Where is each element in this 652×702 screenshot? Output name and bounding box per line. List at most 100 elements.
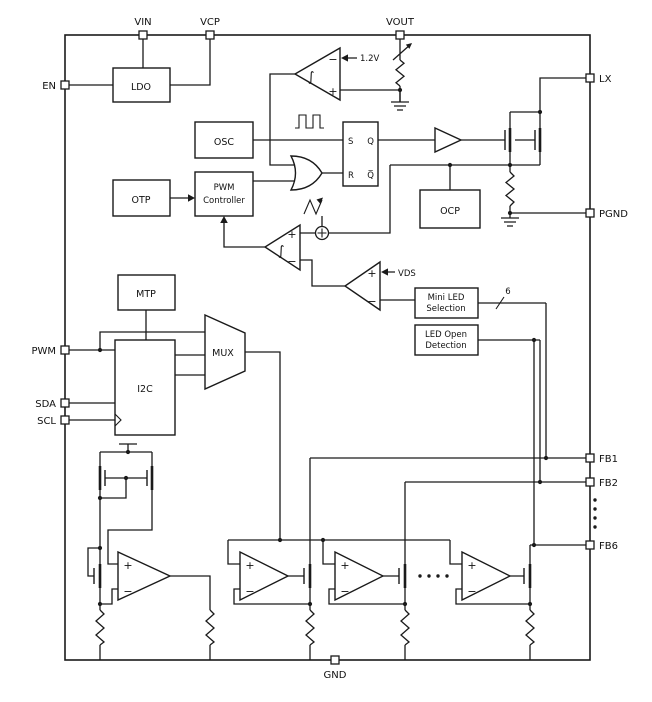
latch-r: R (348, 171, 354, 181)
gate-driver-buffer (434, 126, 463, 154)
label-osc: OSC (214, 137, 235, 148)
bus-width-slash (495, 296, 505, 310)
label-otp: OTP (131, 195, 150, 206)
pin-sda (60, 398, 70, 408)
pin-en (60, 80, 70, 90)
wires-pwm-comparator (170, 165, 391, 248)
pin-label-lx: LX (599, 74, 612, 85)
pin-label-vcp: VCP (200, 17, 220, 28)
op4-plus: + (467, 559, 476, 572)
pin-pgnd (585, 208, 595, 218)
mosfet-gates (93, 130, 536, 584)
pin-lx (585, 73, 595, 83)
opamp-channel-2 (334, 550, 385, 602)
latch-qb: Q̅ (367, 169, 374, 181)
pin-label-fb1: FB1 (599, 454, 618, 465)
mosfet-channels (98, 128, 542, 588)
arrow-otp-to-pwm (188, 194, 195, 202)
pin-label-vin: VIN (134, 17, 151, 28)
ea-integral-icon: ∫ (278, 244, 285, 259)
pin-label-pwm: PWM (31, 346, 56, 357)
pin-label-vout: VOUT (386, 17, 415, 28)
pin-fb6 (585, 540, 595, 550)
pin-pwm (60, 345, 70, 355)
pin-scl (60, 415, 70, 425)
arrow-ea-to-pwm (220, 216, 228, 223)
label-led-open-1: LED Open (425, 330, 467, 340)
pin-label-fb2: FB2 (599, 478, 618, 489)
error-amplifier (263, 223, 301, 272)
scl-clock-marker-icon (114, 413, 122, 427)
wires-control-loop (253, 73, 435, 182)
pin-gnd (330, 655, 340, 665)
label-vds: VDS (398, 269, 416, 279)
ground-symbols (391, 90, 519, 227)
label-ldo: LDO (131, 82, 151, 93)
label-pwm-ctrl-2: Controller (203, 196, 245, 206)
wires-bias-mirror (87, 443, 211, 660)
wires-reference-bus (227, 539, 462, 565)
block-osc (194, 121, 254, 159)
ea-plus: + (287, 228, 296, 241)
arrow-vout-adjустable (405, 43, 412, 49)
block-otp (112, 179, 171, 217)
op2-minus: − (245, 585, 254, 598)
clock-pulse-icon (295, 114, 324, 129)
resistor-symbols (95, 59, 536, 646)
wires-digital (69, 310, 281, 540)
op3-plus: + (340, 559, 349, 572)
label-led-open-2: Detection (425, 341, 466, 351)
label-vref: 1.2V (360, 54, 380, 64)
block-sr-latch (342, 121, 379, 187)
block-ldo (112, 67, 171, 103)
pin-label-en: EN (42, 81, 56, 92)
block-led-open-detection (414, 324, 479, 356)
ellipsis-dots-fb (593, 498, 597, 529)
pin-label-fb6: FB6 (599, 541, 618, 552)
opamp-channel-1 (239, 550, 290, 602)
pin-label-gnd: GND (324, 670, 347, 681)
label-mtp: MTP (136, 289, 156, 300)
block-pwm-controller (194, 171, 254, 217)
block-mtp (117, 274, 176, 311)
vds-plus: + (367, 267, 376, 280)
summing-plus-icon (317, 228, 327, 238)
vds-minus: − (367, 295, 376, 308)
mux-shape (204, 313, 246, 391)
or-gate (289, 155, 323, 191)
block-i2c (114, 339, 176, 436)
pin-fb2 (585, 477, 595, 487)
op3-minus: − (340, 585, 349, 598)
opamp-bias (117, 550, 172, 602)
pin-fb1 (585, 453, 595, 463)
ovp-minus: − (328, 53, 337, 66)
label-bus-width: 6 (505, 287, 510, 297)
sawtooth-icon (303, 198, 323, 216)
pin-vin (138, 30, 148, 40)
latch-s: S (348, 137, 353, 147)
wires-top-left (69, 39, 211, 86)
label-ocp: OCP (440, 206, 460, 217)
ellipsis-dots-channels (418, 574, 449, 578)
op1-minus: − (123, 585, 132, 598)
junction-dots (97, 87, 549, 607)
arrow-vds-input (381, 268, 388, 276)
sawtooth-arrowhead (316, 197, 323, 204)
arrow-vref-input (341, 54, 348, 62)
pin-vcp (205, 30, 215, 40)
ovp-plus: + (328, 85, 337, 98)
pin-vout (395, 30, 405, 40)
ovp-integral-icon: ∫ (308, 70, 315, 85)
op2-plus: + (245, 559, 254, 572)
label-mini-led-1: Mini LED (428, 293, 465, 303)
label-mini-led-2: Selection (426, 304, 465, 314)
label-pwm-ctrl-1: PWM (214, 183, 235, 193)
latch-q: Q (367, 137, 374, 147)
wires-channel-drivers (233, 458, 531, 660)
label-mux: MUX (212, 348, 234, 359)
vds-comparator (343, 260, 381, 312)
label-i2c: I2C (137, 384, 153, 395)
ea-minus: − (287, 255, 296, 268)
